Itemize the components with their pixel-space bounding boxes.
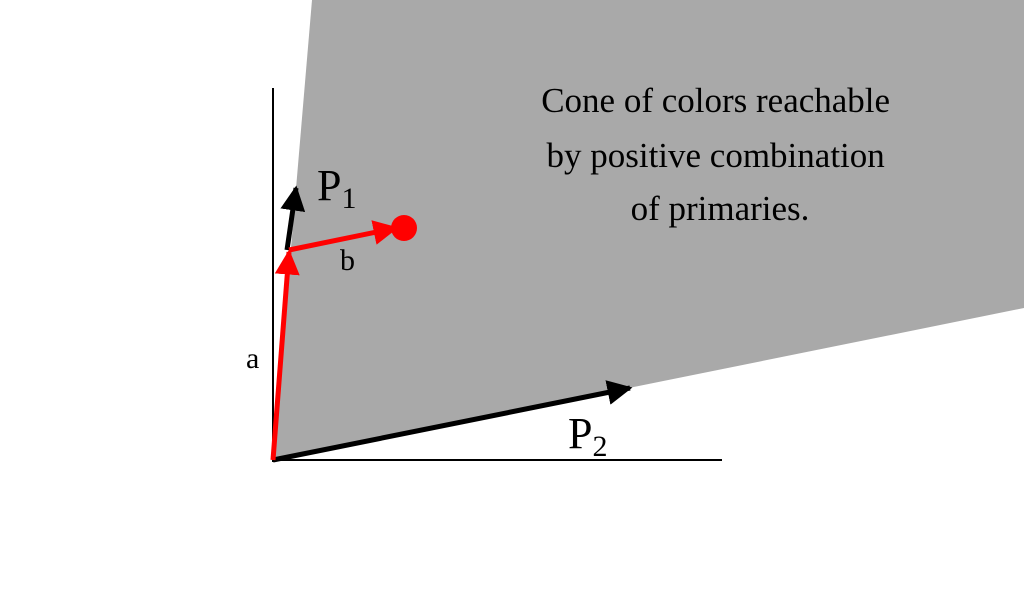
reachable-cone-region	[273, 0, 1024, 460]
cone-caption-line-2: by positive combination	[546, 136, 884, 175]
scaled-p1-vector-a	[270, 249, 300, 461]
coefficient-b-label: b	[340, 244, 355, 277]
primary-p2-vector	[272, 380, 633, 463]
p1-label-letter: P	[317, 161, 341, 210]
cone-caption-line-1: Cone of colors reachable	[541, 81, 890, 120]
p2-label-letter: P	[568, 409, 592, 458]
p1-label-subscript: 1	[341, 182, 356, 215]
p2-label: P2	[568, 409, 607, 463]
p2-label-subscript: 2	[592, 430, 607, 463]
cone-caption-line-3: of primaries.	[631, 189, 810, 228]
primary-p1-vector	[280, 185, 306, 251]
resulting-color-point	[391, 215, 417, 241]
coefficient-a-label: a	[246, 342, 259, 375]
cone-caption: Cone of colors reachable by positive com…	[541, 81, 899, 228]
scaled-p2-vector-b	[288, 220, 399, 253]
p1-label: P1	[317, 161, 356, 215]
